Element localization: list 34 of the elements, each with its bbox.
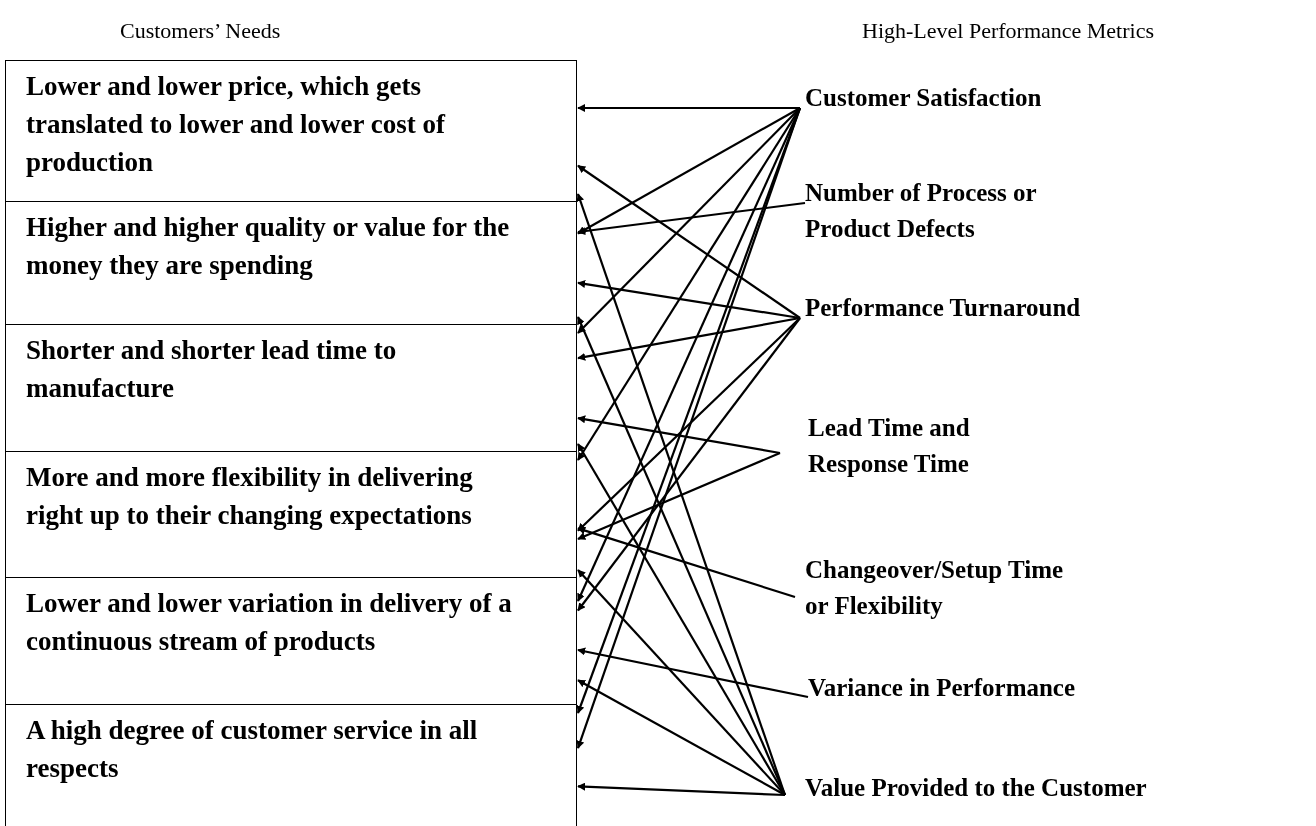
arrow — [577, 679, 786, 796]
metric-label: Performance Turnaround — [805, 290, 1185, 330]
metric-label: Variance in Performance — [808, 670, 1188, 710]
need-box: Lower and lower variation in delivery of a continuous stream of products — [5, 578, 577, 705]
arrow — [577, 452, 781, 540]
need-box: A high degree of customer service in all respects — [5, 705, 577, 826]
need-box: Shorter and shorter lead time to manufacture — [5, 325, 577, 452]
arrow — [577, 317, 801, 612]
arrow — [577, 107, 801, 334]
arrow — [577, 569, 786, 796]
column-heading: High-Level Performance Metrics — [862, 17, 1154, 45]
arrow — [577, 782, 786, 797]
metric-label: Value Provided to the Customer — [805, 770, 1205, 810]
need-box: Lower and lower price, which gets translated to lower and lower cost of production — [5, 60, 577, 202]
metric-label: Lead Time and Response Time — [808, 410, 1048, 485]
need-box: More and more flexibility in delivering right up to their changing expectations — [5, 452, 577, 578]
arrow — [577, 317, 801, 532]
need-box: Higher and higher quality or value for the money they are spending — [5, 202, 577, 325]
metric-label: Number of Process or Product Defects — [805, 175, 1105, 250]
arrow — [577, 316, 786, 796]
arrow — [577, 201, 806, 236]
column-heading: Customers’ Needs — [120, 17, 281, 45]
arrow — [577, 107, 801, 235]
arrow — [577, 526, 796, 599]
metric-label: Changeover/Setup Time or Flexibility — [805, 552, 1075, 627]
arrow — [577, 316, 801, 361]
arrow — [577, 104, 800, 112]
metric-label: Customer Satisfaction — [805, 80, 1185, 120]
arrow — [577, 415, 781, 455]
arrow — [577, 647, 809, 699]
arrow — [577, 164, 801, 319]
arrow — [577, 280, 801, 320]
arrow — [577, 443, 786, 796]
arrow — [577, 107, 801, 461]
